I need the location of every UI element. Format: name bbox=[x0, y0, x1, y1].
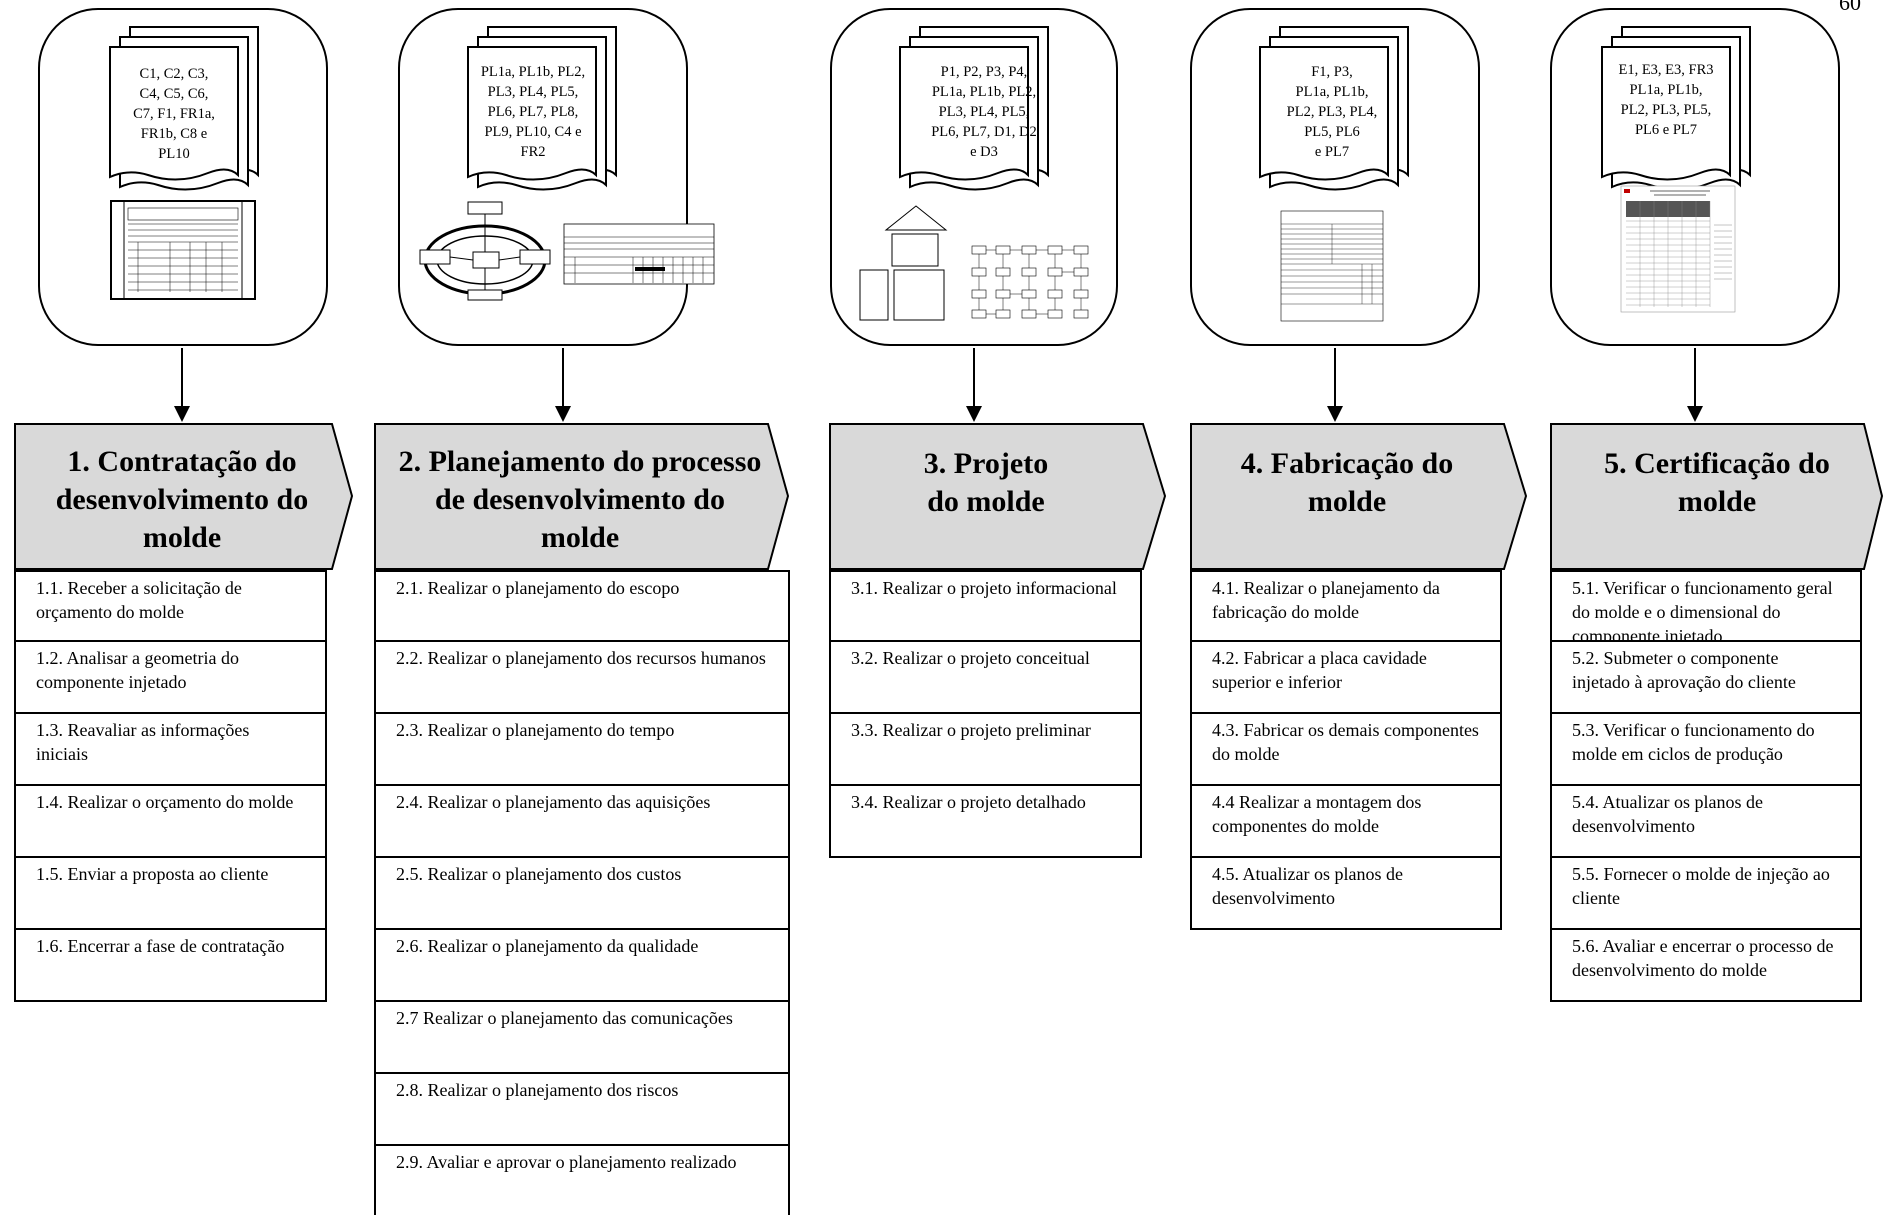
phase-title-1-line-1: 1. Contratação do bbox=[67, 445, 297, 478]
task-1-2: 1.2. Analisar a geometria do componente … bbox=[14, 642, 327, 714]
project-cycle-thumbnail-icon bbox=[419, 201, 551, 301]
task-4-4: 4.4 Realizar a montagem dos componentes … bbox=[1190, 786, 1502, 858]
task-2-4: 2.4. Realizar o planejamento das aquisiç… bbox=[374, 786, 790, 858]
phase-title-5-line-2: molde bbox=[1677, 485, 1757, 518]
arrow-3 bbox=[973, 348, 975, 408]
task-4-2: 4.2. Fabricar a placa cavidade superior … bbox=[1190, 642, 1502, 714]
task-2-3: 2.3. Realizar o planejamento do tempo bbox=[374, 714, 790, 786]
phase-header-1: 1. Contratação do desenvolvimento do mol… bbox=[14, 423, 354, 570]
document-stack-icon-4 bbox=[1259, 26, 1409, 191]
arrow-2 bbox=[562, 348, 564, 408]
arrow-4 bbox=[1334, 348, 1336, 408]
page-number: 60 bbox=[1839, 0, 1861, 15]
task-2-1: 2.1. Realizar o planejamento do escopo bbox=[374, 570, 790, 642]
task-1-3: 1.3. Reavaliar as informações iniciais bbox=[14, 714, 327, 786]
phase-title-5-line-1: 5. Certificação do bbox=[1604, 447, 1830, 480]
task-2-7: 2.7 Realizar o planejamento das comunica… bbox=[374, 1002, 790, 1074]
arrow-1 bbox=[181, 348, 183, 408]
task-5-3: 5.3. Verificar o funcionamento do molde … bbox=[1550, 714, 1862, 786]
phase-title-3-line-1: 3. Projeto bbox=[923, 447, 1049, 480]
mold-parts-sketch-icon bbox=[859, 205, 948, 321]
flowchart-thumbnail-icon bbox=[971, 245, 1089, 319]
task-5-6: 5.6. Avaliar e encerrar o processo de de… bbox=[1550, 930, 1862, 1002]
task-2-9: 2.9. Avaliar e aprovar o planejamento re… bbox=[374, 1146, 790, 1215]
phase-title-4-line-1: 4. Fabricação do bbox=[1240, 447, 1454, 480]
phase-header-5: 5. Certificação do molde bbox=[1550, 423, 1883, 570]
task-5-2: 5.2. Submeter o componente injetado à ap… bbox=[1550, 642, 1862, 714]
task-4-5: 4.5. Atualizar os planos de desenvolvime… bbox=[1190, 858, 1502, 930]
documents-list-4: F1, P3,PL1a, PL1b,PL2, PL3, PL4,PL5, PL6… bbox=[1286, 64, 1378, 160]
task-1-4: 1.4. Realizar o orçamento do molde bbox=[14, 786, 327, 858]
task-1-6: 1.6. Encerrar a fase de contratação bbox=[14, 930, 327, 1002]
task-2-2: 2.2. Realizar o planejamento dos recurso… bbox=[374, 642, 790, 714]
document-stack-icon-5 bbox=[1601, 26, 1751, 191]
task-1-1: 1.1. Receber a solicitação de orçamento … bbox=[14, 570, 327, 642]
phase-title-2-line-1: 2. Planejamento do processo bbox=[398, 445, 762, 478]
fabrication-form-thumbnail-icon bbox=[1280, 210, 1384, 322]
arrow-head-2 bbox=[555, 406, 571, 422]
task-3-1: 3.1. Realizar o projeto informacional bbox=[829, 570, 1142, 642]
arrow-head-4 bbox=[1327, 406, 1343, 422]
task-5-5: 5.5. Fornecer o molde de injeção ao clie… bbox=[1550, 858, 1862, 930]
task-3-3: 3.3. Realizar o projeto preliminar bbox=[829, 714, 1142, 786]
documents-list-1: C1, C2, C3,C4, C5, C6,C7, F1, FR1a,FR1b,… bbox=[133, 66, 215, 162]
task-4-3: 4.3. Fabricar os demais componentes do m… bbox=[1190, 714, 1502, 786]
task-3-4: 3.4. Realizar o projeto detalhado bbox=[829, 786, 1142, 858]
arrow-head-3 bbox=[966, 406, 982, 422]
phase-title-2-line-2: de desenvolvimento do bbox=[434, 483, 725, 516]
task-1-5: 1.5. Enviar a proposta ao cliente bbox=[14, 858, 327, 930]
phase-title-1-line-2: desenvolvimento do bbox=[55, 483, 309, 516]
document-stack-icon-3 bbox=[899, 26, 1049, 191]
task-2-8: 2.8. Realizar o planejamento dos riscos bbox=[374, 1074, 790, 1146]
planning-form-thumbnail-icon bbox=[563, 223, 715, 285]
task-5-4: 5.4. Atualizar os planos de desenvolvime… bbox=[1550, 786, 1862, 858]
task-5-1: 5.1. Verificar o funcionamento geral do … bbox=[1550, 570, 1862, 642]
phase-header-2: 2. Planejamento do processo de desenvolv… bbox=[374, 423, 790, 570]
documents-list-2: PL1a, PL1b, PL2,PL3, PL4, PL5,PL6, PL7, … bbox=[480, 64, 586, 160]
form-thumbnail-icon-1 bbox=[110, 200, 256, 300]
phase-header-4: 4. Fabricação do molde bbox=[1190, 423, 1528, 570]
task-3-2: 3.2. Realizar o projeto conceitual bbox=[829, 642, 1142, 714]
arrow-5 bbox=[1694, 348, 1696, 408]
phase-title-1-line-3: molde bbox=[142, 521, 222, 554]
task-2-5: 2.5. Realizar o planejamento dos custos bbox=[374, 858, 790, 930]
documents-list-3: P1, P2, P3, P4,PL1a, PL1b, PL2,PL3, PL4,… bbox=[931, 64, 1037, 160]
task-4-1: 4.1. Realizar o planejamento da fabricaç… bbox=[1190, 570, 1502, 642]
document-stack-icon-1 bbox=[109, 26, 259, 191]
phase-title-3-line-2: do molde bbox=[927, 485, 1045, 518]
arrow-head-1 bbox=[174, 406, 190, 422]
phase-title-2-line-3: molde bbox=[540, 521, 620, 554]
certification-report-thumbnail-icon bbox=[1620, 185, 1736, 313]
phase-title-4-line-2: molde bbox=[1307, 485, 1387, 518]
document-stack-icon-2 bbox=[467, 26, 617, 191]
phase-header-3: 3. Projeto do molde bbox=[829, 423, 1167, 570]
task-2-6: 2.6. Realizar o planejamento da qualidad… bbox=[374, 930, 790, 1002]
arrow-head-5 bbox=[1687, 406, 1703, 422]
